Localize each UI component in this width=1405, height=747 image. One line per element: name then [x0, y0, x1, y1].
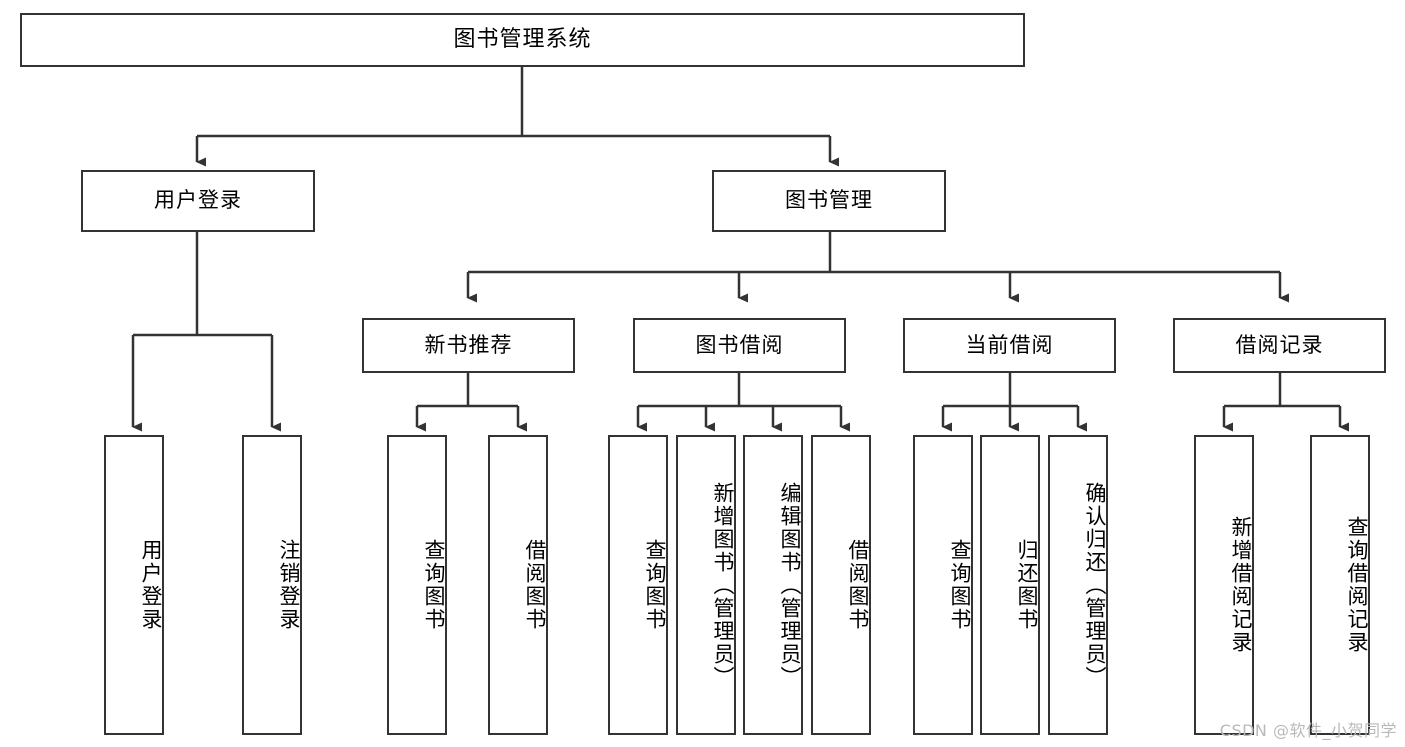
node-book-manage-label: 图书管理 [785, 188, 873, 213]
node-leaf-edit-book-label: 编辑图书（管理员） [778, 481, 802, 689]
node-leaf-borrow-book-2-label: 借阅图书 [846, 539, 870, 631]
node-leaf-query-book-2[interactable]: 查询图书 [608, 435, 668, 735]
node-leaf-user-login-label: 用户登录 [139, 539, 163, 631]
node-book-borrow-label: 图书借阅 [695, 332, 784, 357]
node-leaf-logout-login[interactable]: 注销登录 [242, 435, 302, 735]
node-user-login[interactable]: 用户登录 [81, 170, 315, 232]
node-book-manage[interactable]: 图书管理 [712, 170, 946, 232]
node-leaf-user-login[interactable]: 用户登录 [104, 435, 164, 735]
csdn-watermark: CSDN @软件_小贺同学 [1219, 721, 1397, 740]
node-leaf-query-book-2-label: 查询图书 [643, 539, 667, 631]
node-leaf-logout-login-label: 注销登录 [277, 539, 301, 631]
node-leaf-query-record-label: 查询借阅记录 [1345, 516, 1369, 654]
node-root[interactable]: 图书管理系统 [20, 13, 1025, 67]
node-leaf-confirm-return-label: 确认归还（管理员） [1083, 481, 1107, 689]
node-current-borrow[interactable]: 当前借阅 [903, 318, 1116, 373]
node-leaf-return-book-label: 归还图书 [1015, 539, 1039, 631]
node-leaf-query-book-3[interactable]: 查询图书 [913, 435, 973, 735]
node-root-label: 图书管理系统 [453, 26, 592, 52]
node-leaf-borrow-book-2[interactable]: 借阅图书 [811, 435, 871, 735]
node-user-login-label: 用户登录 [154, 188, 242, 213]
node-leaf-borrow-book-1-label: 借阅图书 [523, 539, 547, 631]
node-leaf-query-book-1[interactable]: 查询图书 [387, 435, 447, 735]
node-current-borrow-label: 当前借阅 [965, 332, 1054, 357]
node-leaf-add-record-label: 新增借阅记录 [1229, 516, 1253, 654]
node-leaf-query-book-1-label: 查询图书 [422, 539, 446, 631]
node-leaf-borrow-book-1[interactable]: 借阅图书 [488, 435, 548, 735]
node-borrow-record[interactable]: 借阅记录 [1173, 318, 1386, 373]
node-book-borrow[interactable]: 图书借阅 [633, 318, 846, 373]
node-leaf-query-book-3-label: 查询图书 [948, 539, 972, 631]
node-leaf-confirm-return[interactable]: 确认归还（管理员） [1048, 435, 1108, 735]
node-new-book-recommend-label: 新书推荐 [424, 332, 513, 357]
node-borrow-record-label: 借阅记录 [1235, 332, 1324, 357]
node-leaf-add-book-label: 新增图书（管理员） [711, 481, 735, 689]
node-leaf-query-record[interactable]: 查询借阅记录 [1310, 435, 1370, 735]
node-new-book-recommend[interactable]: 新书推荐 [362, 318, 575, 373]
node-leaf-add-record[interactable]: 新增借阅记录 [1194, 435, 1254, 735]
node-leaf-return-book[interactable]: 归还图书 [980, 435, 1040, 735]
node-leaf-edit-book[interactable]: 编辑图书（管理员） [743, 435, 803, 735]
node-leaf-add-book[interactable]: 新增图书（管理员） [676, 435, 736, 735]
